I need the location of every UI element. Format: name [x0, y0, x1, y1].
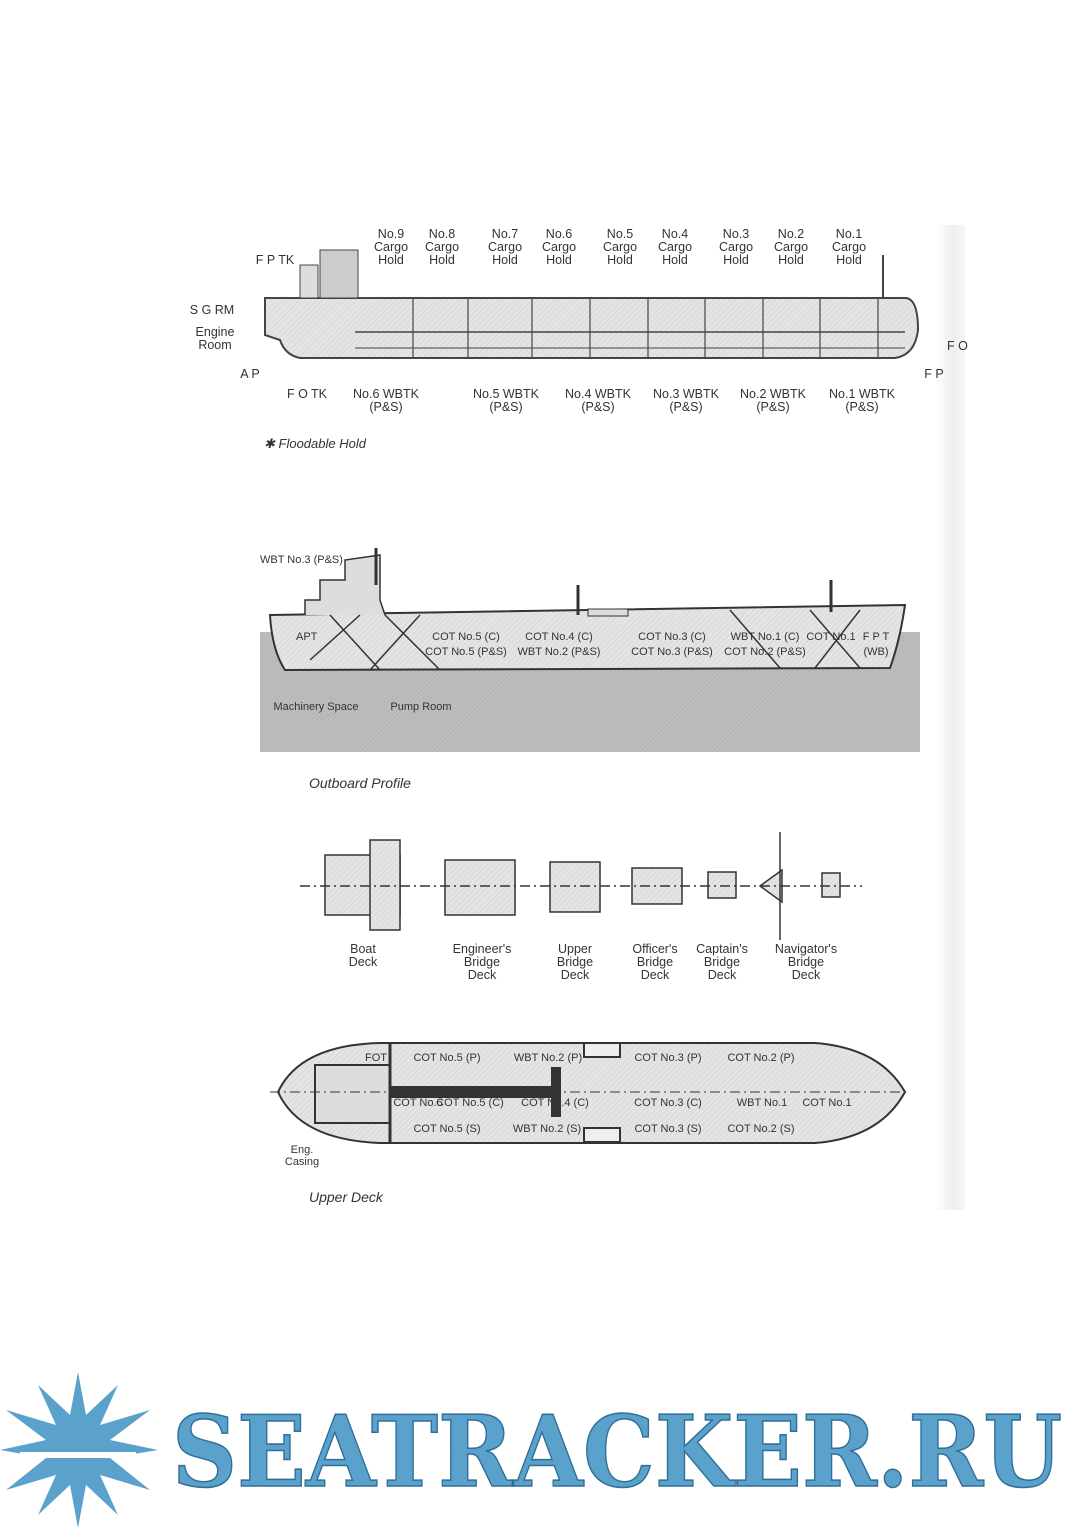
- wbtk-label: No.5 WBTK(P&S): [473, 387, 539, 414]
- cot3ps-label: COT No.3 (P&S): [631, 646, 713, 658]
- fptk-label: F P TK: [255, 253, 295, 267]
- cot5s-label: COT No.5 (S): [413, 1123, 481, 1135]
- wbt2s-label: WBT No.2 (S): [512, 1123, 582, 1135]
- cot5ps-label: COT No.5 (P&S): [425, 646, 507, 658]
- fp-label: F P: [924, 367, 944, 381]
- seatracker-sun-logo-icon: [0, 1372, 158, 1528]
- wbt3-label: WBT No.3 (P&S): [260, 554, 343, 566]
- machinery-space-label: Machinery Space: [273, 701, 359, 713]
- cot3c-label: COT No.3 (C): [634, 1097, 702, 1109]
- cot3s-label: COT No.3 (S): [634, 1123, 702, 1135]
- cot5c-label: COT No.5 (C): [436, 1097, 504, 1109]
- wbt1-label: WBT No.1: [736, 1097, 788, 1109]
- pump-room-label: Pump Room: [390, 701, 452, 713]
- outboard-profile-caption: Outboard Profile: [309, 775, 411, 791]
- bridge-deck-plans: [300, 832, 862, 940]
- cot1-label: COT No.1: [806, 631, 856, 643]
- ap-label: A P: [240, 367, 260, 381]
- wbtk-label: No.1 WBTK(P&S): [829, 387, 895, 414]
- cot5p-label: COT No.5 (P): [413, 1052, 481, 1064]
- fot-label: FOT: [365, 1052, 387, 1064]
- cot2p-label: COT No.2 (P): [727, 1052, 795, 1064]
- cot3p-label: COT No.3 (P): [634, 1052, 702, 1064]
- cot2s-label: COT No.2 (S): [727, 1123, 795, 1135]
- logo-text: SEATRACKER.RU: [172, 1395, 1062, 1510]
- wbtk-label: No.4 WBTK(P&S): [565, 387, 631, 414]
- fpt-label: F P T: [862, 631, 890, 643]
- cot3c-label: COT No.3 (C): [638, 631, 706, 643]
- upper-deck-caption: Upper Deck: [309, 1189, 383, 1205]
- wbtk-label: No.2 WBTK(P&S): [740, 387, 806, 414]
- wbt2ps-label: WBT No.2 (P&S): [517, 646, 601, 658]
- cot4c-label: COT No.4 (C): [525, 631, 593, 643]
- cargo-ship-profile: [264, 249, 920, 359]
- cot2ps-label: COT No.2 (P&S): [724, 646, 806, 658]
- wbtk-label: No.3 WBTK(P&S): [653, 387, 719, 414]
- wbt2p-label: WBT No.2 (P): [513, 1052, 583, 1064]
- wbt1c-label: WBT No.1 (C): [730, 631, 800, 643]
- floodable-hold-note: ✱ Floodable Hold: [264, 436, 366, 451]
- sgrm-label: S G RM: [189, 303, 235, 317]
- scan-shadow: [935, 225, 965, 1210]
- cot6-label: COT No.6: [393, 1097, 443, 1109]
- cot1-label: COT No.1: [802, 1097, 852, 1109]
- apt-label: APT: [296, 631, 318, 643]
- cot4c-label: COT No.4 (C): [521, 1097, 589, 1109]
- upper-deck-plan: [270, 1042, 910, 1144]
- fotk-label: F O TK: [286, 387, 328, 401]
- tanker-outboard-profile: [268, 548, 907, 672]
- fo-label: F O: [947, 339, 968, 353]
- eng-casing-label: Eng.Casing: [284, 1144, 320, 1168]
- wb-label: (WB): [863, 646, 889, 658]
- wbtk-label: No.6 WBTK(P&S): [353, 387, 419, 414]
- cot5c-label: COT No.5 (C): [432, 631, 500, 643]
